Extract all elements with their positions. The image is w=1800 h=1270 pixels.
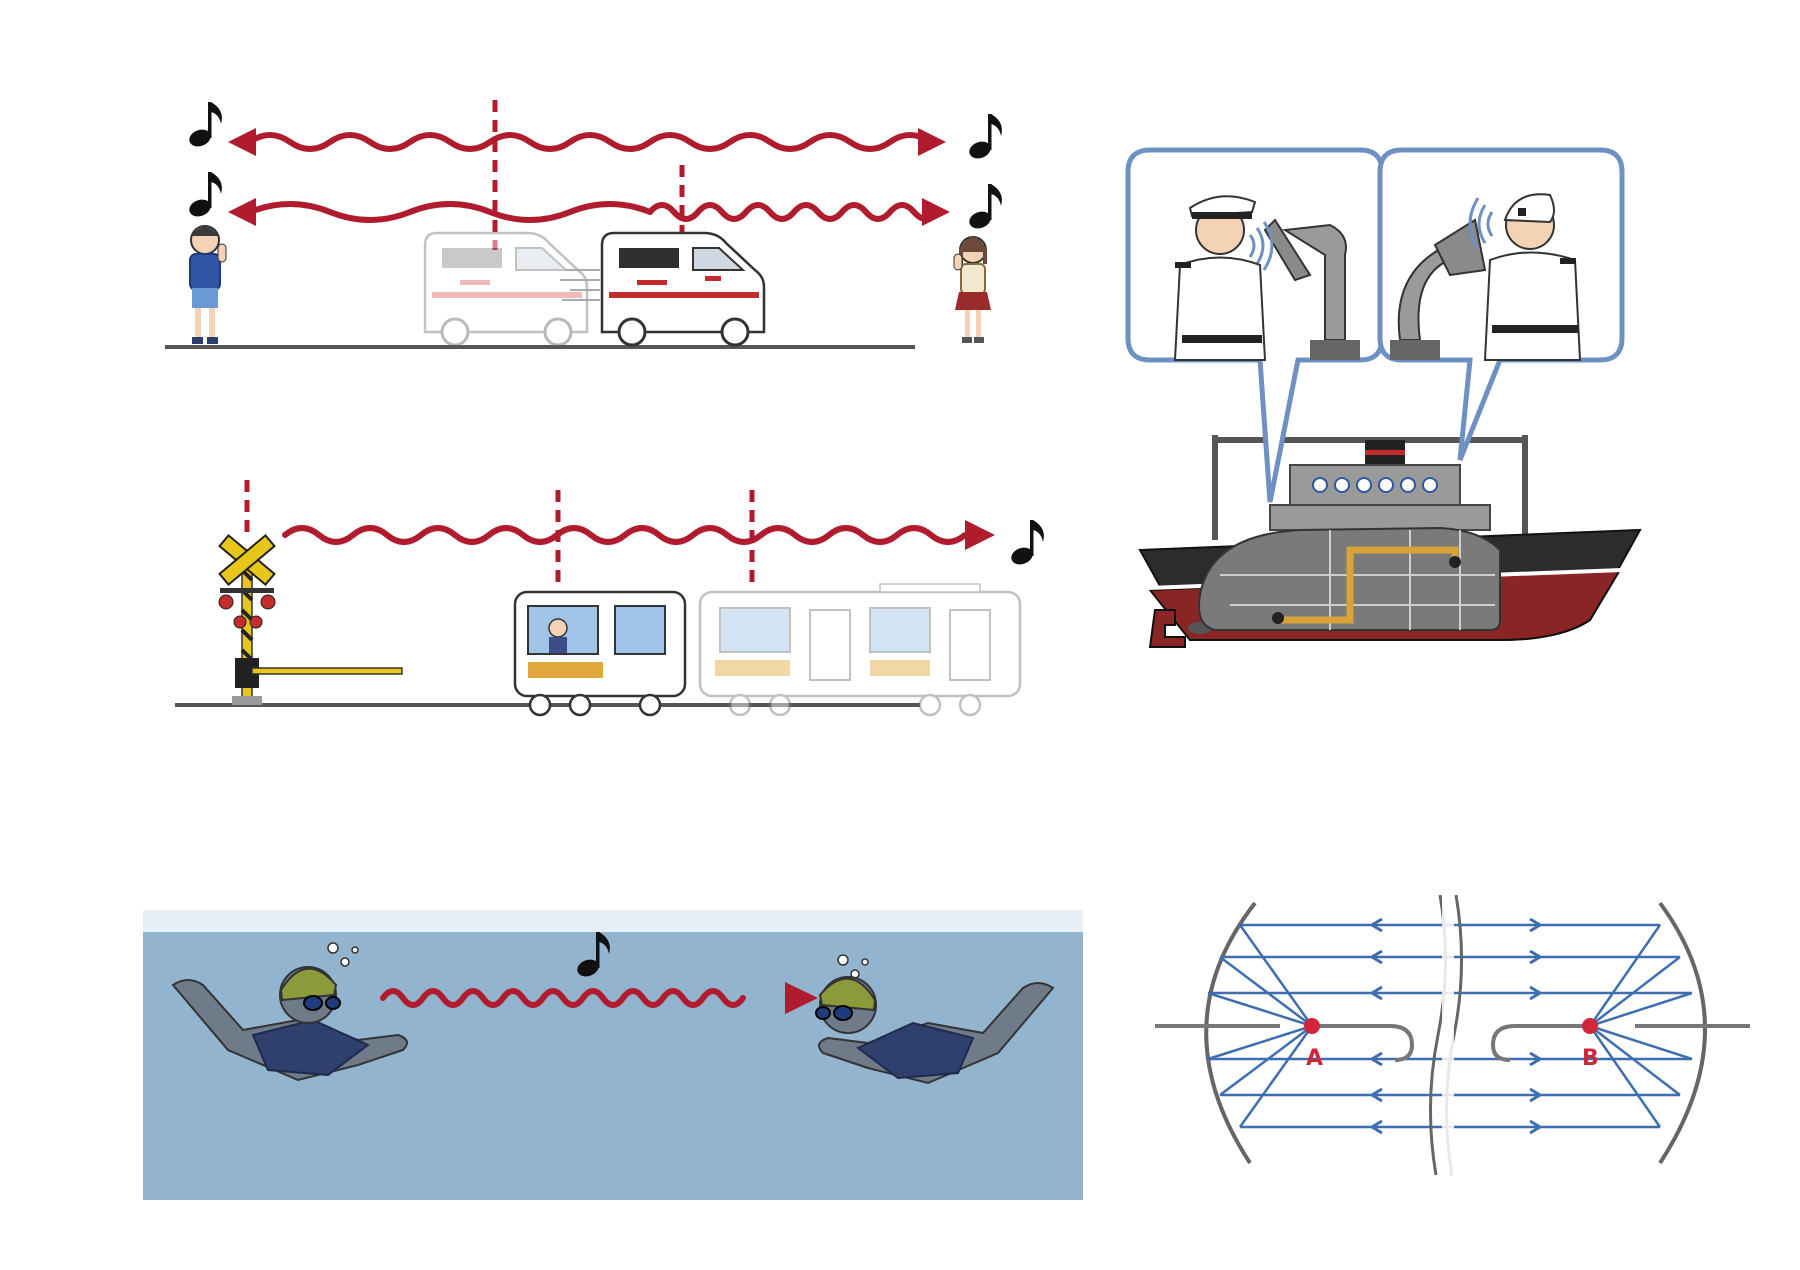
train-icon (698, 583, 1022, 717)
sound-wave-train (282, 525, 968, 545)
swimmer-icon (171, 966, 408, 1082)
music-note-icon (1011, 520, 1044, 565)
arrow-head-right (965, 520, 995, 550)
arrow-head-right (922, 198, 950, 226)
listener-girl (953, 236, 991, 343)
ambulance-doppler-scene (165, 100, 1002, 349)
ambulance-icon (560, 231, 766, 347)
sailor-icon (1173, 195, 1267, 361)
parabolic-reflector-scene: A B (1155, 894, 1750, 1176)
ship-speaking-tube-scene (1125, 147, 1642, 648)
label-point-b: B (1582, 1046, 1599, 1071)
ray-arrows (1369, 917, 1543, 1135)
reflector-right (1658, 901, 1707, 1165)
sound-wave-water (380, 988, 746, 1008)
sailor-icon (1483, 193, 1582, 361)
hook-right (1490, 1024, 1590, 1062)
music-note-icon (969, 114, 1002, 159)
reflector-left (1204, 901, 1257, 1165)
break-gap (1442, 895, 1454, 1175)
music-note-icon (577, 932, 610, 977)
hook-left (1315, 1024, 1415, 1062)
ship-icon (1138, 440, 1642, 648)
water-surface (143, 910, 1083, 932)
train-icon (513, 590, 687, 717)
sound-wave-lower (247, 201, 941, 223)
listener-boy (189, 225, 227, 344)
arrow-head-right (918, 128, 946, 156)
ambulance-icon (423, 231, 589, 347)
arrow-head-left (228, 128, 256, 156)
speaking-tube-pipe (1280, 546, 1459, 624)
road-ground (165, 345, 915, 349)
focus-point-b (1582, 1018, 1598, 1034)
music-note-icon (189, 102, 222, 147)
underwater-sound-scene (143, 910, 1083, 1200)
music-note-icon (189, 172, 222, 217)
sound-wave-upper (247, 132, 933, 152)
railroad-crossing-scene (175, 480, 1044, 717)
focus-point-a (1304, 1018, 1320, 1034)
music-note-icon (969, 184, 1002, 229)
arrow-head-right (785, 982, 818, 1014)
arrow-head-left (228, 198, 256, 226)
swimmer-icon (815, 976, 1055, 1085)
crossing-signal-icon (218, 480, 403, 705)
label-point-a: A (1306, 1046, 1323, 1071)
